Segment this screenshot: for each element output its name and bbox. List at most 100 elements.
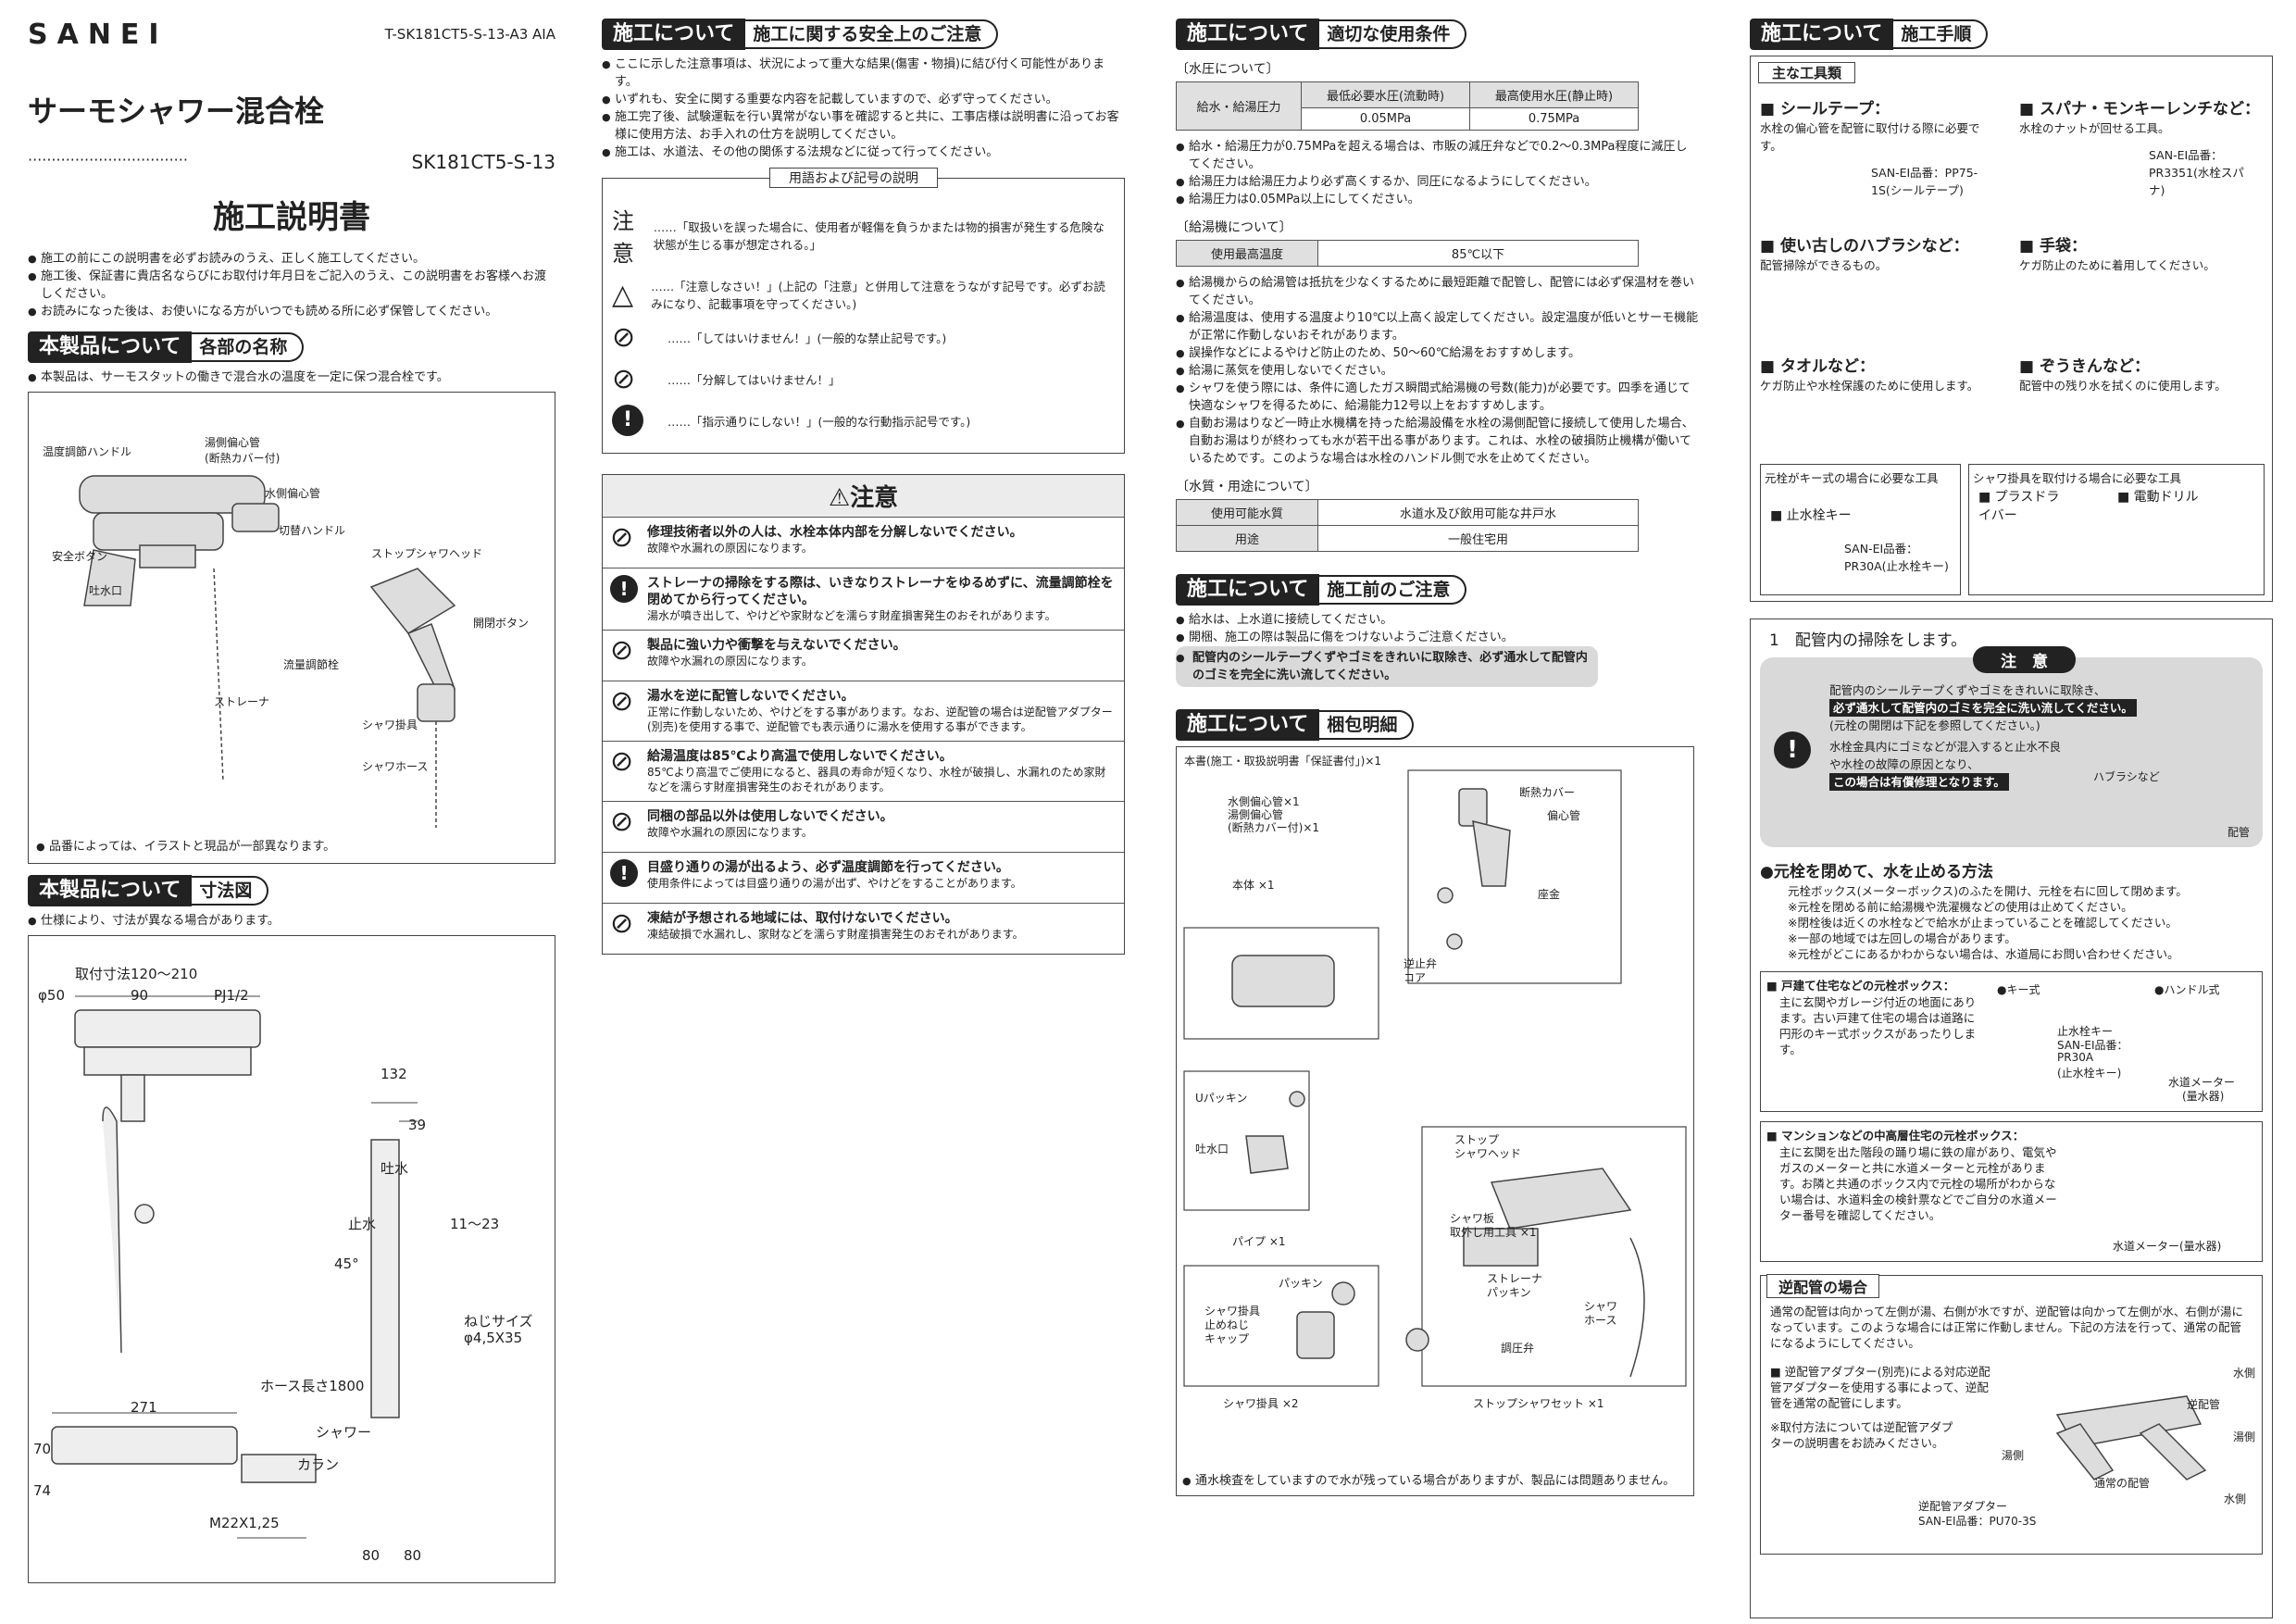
prohibit-icon: ⊘ (610, 634, 634, 667)
heater-notes: 給湯機からの給湯管は抵抗を少なくするために最短距離で配管し、配管には必ず保温材を… (1176, 274, 1699, 468)
safety-item: ここに示した注意事項は、状況によって重大な結果(傷害・物損)に結び付く可能性があ… (602, 56, 1125, 91)
label-shower-hook: シャワ掛具 (362, 718, 418, 731)
step1-line: 配管内のシールテープくずやゴミをきれいに取除き、 (1829, 683, 2106, 697)
shower-tool-drill: ■ 電動ドリル (2117, 490, 2199, 505)
caution-word-icon: 注意 (612, 208, 634, 267)
caution-detail-text: 凍結破損で水漏れし、家財などを濡らす財産損害発生のおそれがあります。 (647, 928, 1024, 941)
label-90: 90 (131, 987, 149, 1004)
label-hot-pipe: 湯側偏心管 (1228, 808, 1284, 821)
intro-item: お読みになった後は、お使いになる方がいつでも読める所に必ず保管してください。 (28, 303, 555, 320)
house-box: ■ 戸建て住宅などの元栓ボックス： 主に玄関やガレージ付近の地面にあります。古い… (1760, 971, 2263, 1112)
label-safety-button: 安全ボタン (52, 550, 108, 563)
label-shower-plate: シャワ板 (1450, 1212, 1495, 1225)
tool-desc: 水栓のナットが回せる工具。 (2019, 121, 2170, 135)
label-shower: シャワー (316, 1424, 372, 1441)
caution-row: ⊘同梱の部品以外は使用しないでください。故障や水漏れの原因になります。 (603, 801, 1124, 852)
prohibit-icon: ⊘ (610, 521, 634, 554)
symbol-desc: ……「注意しなさい！」(上記の「注意」と併用して注意をうながす記号です。必ずお読… (651, 280, 1105, 311)
caution-detail-text: 故障や水漏れの原因になります。 (647, 826, 813, 839)
section-header-sub: 適切な使用条件 (1319, 19, 1467, 49)
caution-detail-text: 85℃より高温でご使用になると、器具の寿命が短くなり、水栓が破損し、水漏れのため… (647, 766, 1106, 793)
tool-rag: ■ ぞうきんなど：配管中の残り水を拭くのに使用します。 (2019, 353, 2260, 394)
label-pipe: 配管 (2227, 826, 2251, 839)
label-hose-length: ホース長さ1800 (260, 1378, 365, 1394)
section-header-parts: 本製品について 各部の名称 (28, 331, 555, 363)
caution-detail-text: 故障や水漏れの原因になります。 (647, 542, 813, 555)
label-hot-side-2: 湯側 (2002, 1449, 2025, 1462)
column-3: 施工について 適切な使用条件 〔水圧について〕 給水・給湯圧力 最低必要水圧(流… (1175, 19, 1699, 1496)
section-header-before: 施工について 施工前のご注意 (1176, 574, 1699, 606)
step1-line: (元栓の開閉は下記を参照してください。) (1829, 718, 2040, 732)
section-header-procedure: 施工について 施工手順 (1750, 19, 2273, 50)
tool-name: ■ スパナ・モンキーレンチなど： (2019, 100, 2260, 119)
mansion-title: ■ マンションなどの中高層住宅の元栓ボックス： (1766, 1129, 2025, 1143)
shower-tool-screwdriver: ■ プラスドライバー (1978, 490, 2060, 523)
pressure-table: 給水・給湯圧力 最低必要水圧(流動時) 最高使用水圧(静止時) 0.05MPa … (1175, 81, 1639, 131)
column-1: SANEI T-SK181CT5-S-13-A3 AIA サーモシャワー混合栓 … (28, 19, 555, 1583)
section-header-main: 施工について (1750, 19, 1894, 50)
label-thread: M22X1,25 (209, 1515, 280, 1531)
shower-tool-title: シャワ掛具を取付ける場合に必要な工具 (1973, 471, 2182, 485)
pressure-min-value: 0.05MPa (1301, 107, 1471, 131)
label-adapter: 逆配管アダプター (1918, 1500, 2008, 1513)
intro-item: 施工後、保証書に貴店名ならびにお取付け年月日をご記入のうえ、この説明書をお客様へ… (28, 268, 555, 303)
heater-note: 自動お湯はりなど一時止水機構を持った給湯設備を水栓の湯側配管に接続して使用した場… (1176, 415, 1699, 468)
label-shower-head: シャワヘッド (1454, 1147, 1522, 1160)
tool-toothbrush: ■ 使い古しのハブラシなど：配管掃除ができるもの。 (1760, 232, 2001, 273)
heater-table: 使用最高温度 85℃以下 (1176, 240, 1639, 267)
label-toothbrush: ハブラシなど (2093, 770, 2160, 783)
no-disassemble-icon: ⊘ (612, 363, 636, 395)
label-normal-pipe: 通常の配管 (2094, 1477, 2151, 1490)
symbol-row: 注意 ……「取扱いを誤った場合に、使用者が軽傷を負うかまたは物的損害が発生する危… (612, 203, 1115, 268)
symbol-row: ! ……「指示通りにしない！」(一般的な行動指示記号です。) (612, 405, 1115, 436)
caution-row: !目盛り通りの湯が出るよう、必ず温度調節を行ってください。使用条件によっては目盛… (603, 852, 1124, 903)
dot-leader: ·································· (28, 151, 188, 169)
warning-triangle-icon: △ (612, 278, 634, 311)
label-outlet: 吐水 (381, 1160, 409, 1177)
caution-title-text: 目盛り通りの湯が出るよう、必ず温度調節を行ってください。 (647, 860, 1009, 875)
label-70: 70 (33, 1441, 52, 1457)
caution-title-text: ストレーナの掃除をする際は、いきなりストレーナをゆるめずに、流量調節栓を閉めてか… (647, 576, 1114, 607)
mansion-text: 主に玄関を出た階段の踊り場に鉄の扉があり、電気やガスのメーターと共に水道メーター… (1779, 1145, 2057, 1222)
symbol-legend: 用語および記号の説明 注意 ……「取扱いを誤った場合に、使用者が軽傷を負うかまた… (602, 168, 1125, 454)
water-table: 使用可能水質 水道水及び飲用可能な井戸水 用途 一般住宅用 (1176, 499, 1639, 552)
close-note: ※閉栓後は近くの水栓などで給水が止まっていることを確認してください。 (1788, 916, 2177, 930)
house-text: 主に玄関やガレージ付近の地面にあります。古い戸建て住宅の場合は道路に円形のキー式… (1779, 995, 1977, 1056)
instruction-icon: ! (610, 859, 638, 887)
label-spout: 吐水口 (1195, 1143, 1229, 1156)
caution-title: ⚠注意 (603, 475, 1124, 517)
label-check-valve: 逆止弁 (1404, 957, 1438, 970)
tool-seal-tape: ■ シールテープ：水栓の偏心管を配管に取付ける際に必要です。 SAN-EI品番：… (1760, 95, 2001, 198)
label-manual: 本書(施工・取扱説明書「保証書付」)×1 (1184, 755, 1382, 768)
heater-note: 給湯温度は、使用する温度より10℃以上高く設定してください。設定温度が低いとサー… (1176, 309, 1699, 344)
label-stop-key: 止水栓キー (2057, 1025, 2114, 1038)
close-valve-notes: 元栓ボックス(メーターボックス)のふたを開け、元栓を右に回して閉めます。 ※元栓… (1788, 883, 2272, 962)
instruction-icon: ! (1774, 731, 1811, 768)
tool-name: ■ ぞうきんなど： (2019, 357, 2150, 376)
reverse-note: ※取付方法については逆配管アダプターの説明書をお読みください。 (1770, 1420, 1953, 1450)
reverse-text: 通常の配管は向かって左側が湯、右側が水ですが、逆配管は向かって左側が水、右側が湯… (1770, 1305, 2244, 1350)
tool-towel: ■ タオルなど：ケガ防止や水栓保護のために使用します。 (1760, 353, 2001, 394)
label-set-screw: 止めねじ (1204, 1318, 1250, 1331)
house-title: ■ 戸建て住宅などの元栓ボックス： (1766, 979, 1955, 993)
label-screw-dim: φ4,5X35 (464, 1330, 523, 1346)
label-u-packing: Uパッキン (1195, 1092, 1248, 1105)
tool-desc: 水栓の偏心管を配管に取付ける際に必要です。 (1760, 121, 1980, 153)
label-strainer: ストレーナ (214, 695, 270, 708)
key-tool-box: 元栓がキー式の場合に必要な工具 ■ 止水栓キー SAN-EI品番：PR30A(止… (1760, 464, 1961, 595)
label-stop: 止水 (348, 1216, 377, 1232)
package-diagram: 本書(施工・取扱説明書「保証書付」)×1 水側偏心管×1 湯側偏心管 (断熱カバ… (1176, 746, 1694, 1496)
model-number: SK181CT5-S-13 (411, 151, 555, 173)
tools-title: 主な工具類 (1758, 62, 1856, 83)
reverse-title: 逆配管の場合 (1766, 1274, 1880, 1298)
label-pressure-valve: 調圧弁 (1501, 1342, 1535, 1355)
caution-row: ⊘湯水を逆に配管しないでください。正常に作動しないため、やけどをする事があります… (603, 681, 1124, 741)
column-4: 施工について 施工手順 主な工具類 ■ シールテープ：水栓の偏心管を配管に取付け… (1750, 19, 2273, 1618)
label-reverse-pipe: 逆配管 (2187, 1398, 2221, 1411)
safety-list: ここに示した注意事項は、状況によって重大な結果(傷害・物損)に結び付く可能性があ… (602, 56, 1125, 161)
label-cold-side-2: 水側 (2224, 1493, 2247, 1505)
pressure-col-min: 最低必要水圧(流動時) (1301, 81, 1471, 108)
key-tool-name: ■ 止水栓キー (1770, 508, 1852, 523)
tool-desc: 配管掃除ができるもの。 (1760, 258, 1888, 272)
section-header-sub: 梱包明細 (1319, 710, 1415, 740)
